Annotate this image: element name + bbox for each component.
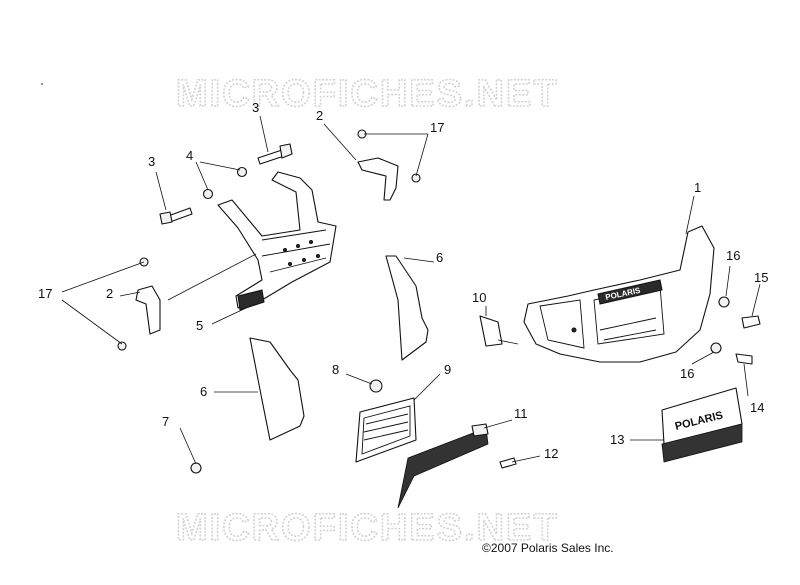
part-6-shield-left bbox=[249, 337, 305, 441]
part-10-decal bbox=[479, 315, 503, 347]
part-16-washer-a bbox=[718, 296, 730, 308]
part-11-mesh-screen bbox=[397, 423, 489, 509]
callout-4: 4 bbox=[186, 148, 193, 163]
callout-14: 14 bbox=[750, 400, 764, 415]
watermark-top: MICROFICHES.NET bbox=[176, 73, 559, 115]
callout-1: 1 bbox=[694, 180, 701, 195]
callout-2-upper: 2 bbox=[316, 108, 323, 123]
part-2-clip-lower bbox=[117, 257, 161, 351]
part-6-shield-right bbox=[385, 255, 429, 361]
callout-6-right: 6 bbox=[436, 250, 443, 265]
callout-5: 5 bbox=[196, 318, 203, 333]
leader-lines bbox=[61, 115, 761, 465]
part-3-bolt-left bbox=[159, 207, 193, 225]
callout-16-lower: 16 bbox=[680, 366, 694, 381]
callout-8: 8 bbox=[332, 362, 339, 377]
callout-17-lower: 17 bbox=[38, 286, 52, 301]
stray-dot bbox=[41, 83, 43, 85]
copyright-text: ©2007 Polaris Sales Inc. bbox=[482, 541, 614, 555]
callout-7: 7 bbox=[162, 414, 169, 429]
part-5-front-bracket bbox=[217, 171, 337, 311]
part-14-bolt bbox=[735, 353, 753, 365]
part-3-bolt-top bbox=[257, 143, 293, 165]
callout-9: 9 bbox=[444, 362, 451, 377]
part-8-grommet bbox=[369, 379, 383, 393]
callout-15: 15 bbox=[754, 270, 768, 285]
part-7-bolt bbox=[190, 462, 202, 474]
part-15-bolt bbox=[741, 315, 761, 329]
part-16-washer-b bbox=[710, 342, 722, 354]
callout-3-left: 3 bbox=[148, 154, 155, 169]
callout-12: 12 bbox=[544, 446, 558, 461]
callout-3-upper: 3 bbox=[252, 100, 259, 115]
callout-11: 11 bbox=[514, 406, 528, 421]
callout-13: 13 bbox=[610, 432, 624, 447]
part-12-screw bbox=[499, 457, 517, 469]
part-4-nut-b bbox=[236, 166, 248, 178]
part-4-nut-a bbox=[202, 188, 214, 200]
callout-2-lower: 2 bbox=[106, 286, 113, 301]
watermark-bottom: MICROFICHES.NET bbox=[176, 507, 559, 549]
callout-10: 10 bbox=[472, 290, 486, 305]
part-1-front-bumper: POLARIS bbox=[523, 225, 715, 363]
callout-16-upper: 16 bbox=[726, 248, 740, 263]
part-9-frame bbox=[355, 397, 417, 463]
part-13-grille: POLARIS bbox=[661, 387, 743, 463]
callout-17-upper: 17 bbox=[430, 120, 444, 135]
callout-6-left: 6 bbox=[200, 384, 207, 399]
part-2-clip-upper bbox=[357, 129, 421, 201]
